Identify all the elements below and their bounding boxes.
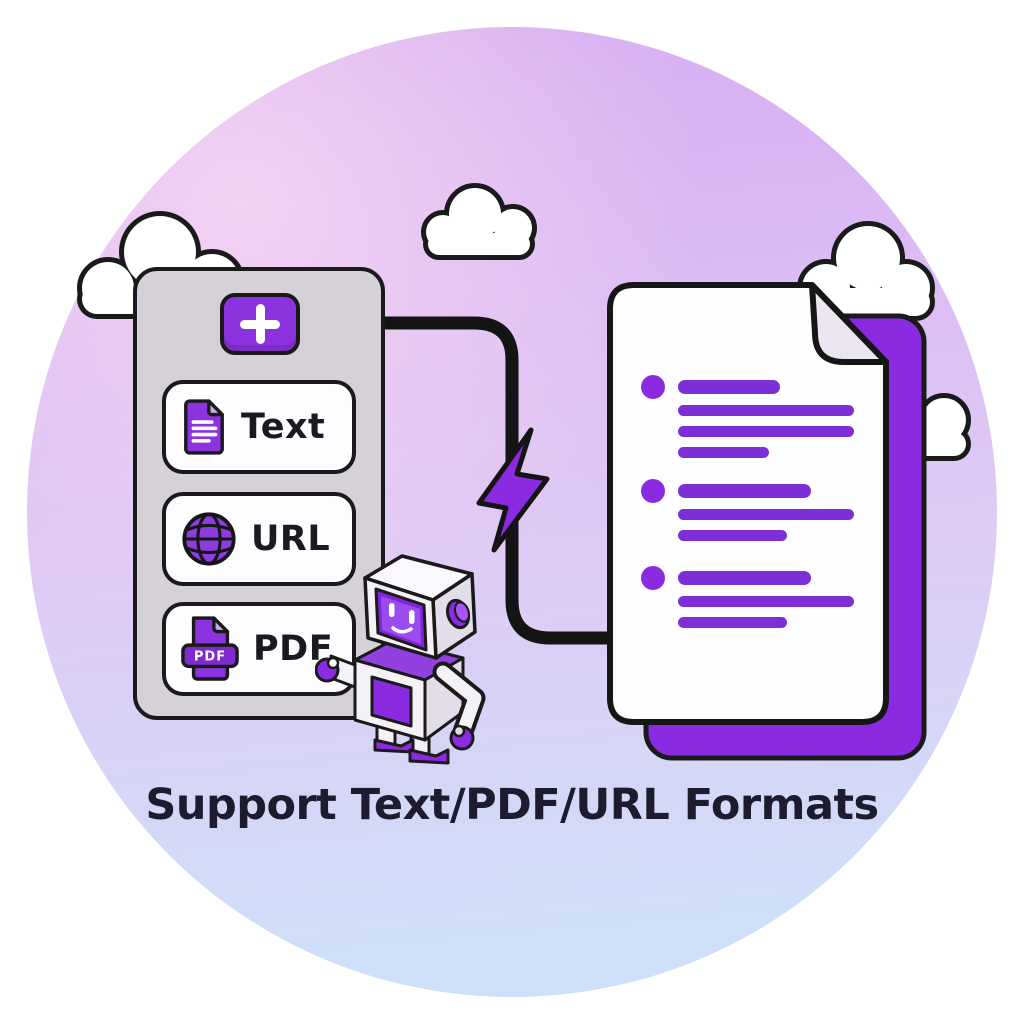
format-row-text[interactable]: Text bbox=[162, 380, 356, 474]
document-fold-corner bbox=[809, 282, 889, 365]
plus-icon bbox=[240, 304, 280, 344]
format-row-url[interactable]: URL bbox=[162, 492, 356, 586]
globe-icon bbox=[182, 512, 236, 566]
document-bullet-lines bbox=[641, 375, 854, 628]
chest-panel bbox=[370, 675, 413, 728]
pdf-file-icon: PDF bbox=[181, 616, 239, 681]
robot-foot bbox=[408, 748, 450, 765]
robot-foot bbox=[373, 738, 415, 754]
add-button[interactable] bbox=[220, 293, 300, 355]
input-formats-card: Text URL PDF PDF bbox=[133, 267, 385, 720]
robot-eye bbox=[409, 610, 415, 624]
robot-mascot bbox=[315, 554, 486, 765]
lightning-bolt-icon bbox=[476, 427, 550, 553]
robot-eye bbox=[389, 603, 395, 617]
text-document-icon bbox=[184, 399, 224, 455]
caption-title: Support Text/PDF/URL Formats bbox=[145, 780, 879, 830]
row-label: Text bbox=[241, 407, 326, 447]
output-document bbox=[607, 282, 927, 761]
document-page bbox=[607, 282, 889, 725]
pdf-badge-text: PDF bbox=[194, 650, 226, 665]
robot-smile bbox=[391, 626, 413, 634]
cloud-icon bbox=[421, 183, 537, 260]
row-label: URL bbox=[251, 519, 331, 559]
